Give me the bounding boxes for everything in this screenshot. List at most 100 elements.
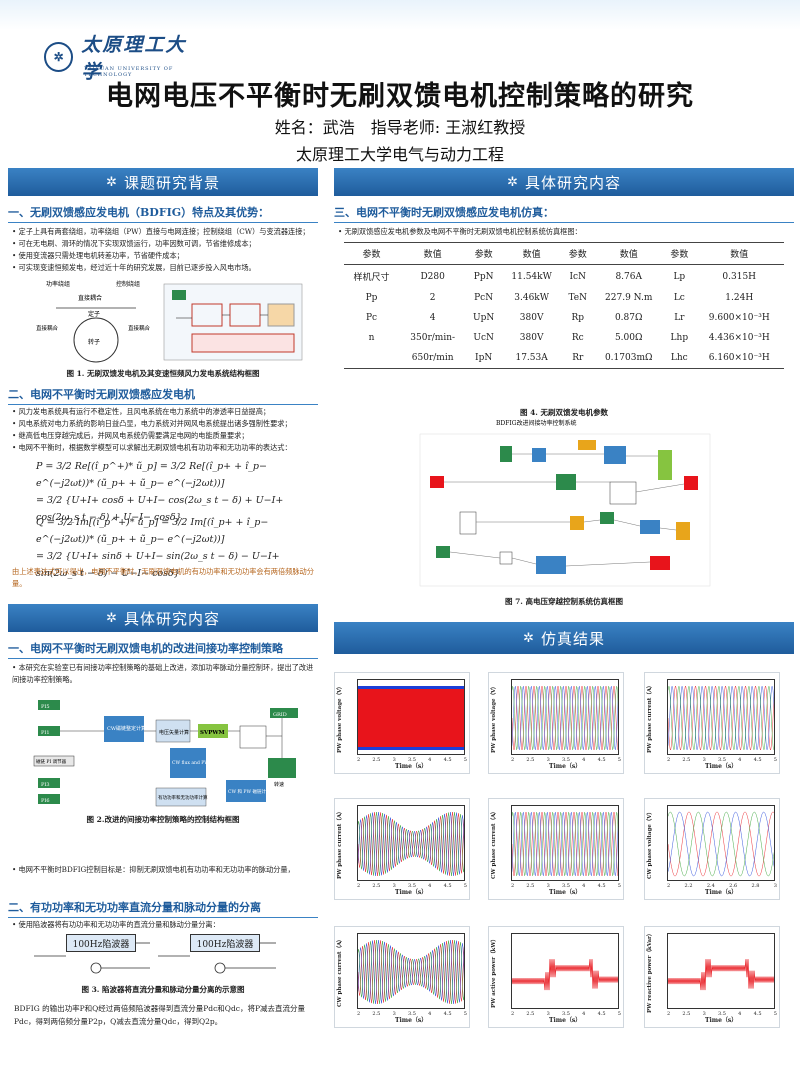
list-item: 可实现变速恒频发电，经过近十年的研究发展，目前已逐步投入风电市场。 (12, 262, 318, 274)
tick-label: 4.5 (443, 883, 452, 889)
list-item: 风力发电系统具有运行不稳定性，且风电系统在电力系统中的渗透率日益提高； (12, 406, 318, 418)
plot-area (511, 933, 619, 1009)
list-item: 可在无电刷、滑环的情况下实现双馈运行，功率因数可调，节省维修成本； (12, 238, 318, 250)
table-cell (344, 348, 400, 369)
plot-area (667, 805, 775, 881)
tick-label: 4.5 (443, 757, 452, 763)
tick-label: 3 (392, 757, 396, 763)
tick-label: 3 (546, 757, 550, 763)
table-header: 参数 (466, 242, 501, 265)
section-bar-content: ✲ 具体研究内容 (334, 168, 794, 196)
tick-label: 4.5 (597, 1011, 606, 1017)
table-cell: Rr (562, 348, 594, 369)
plot-area (667, 679, 775, 755)
table-cell: 11.54kW (511, 271, 552, 282)
plot-ylabel: CW phase current（A） (491, 808, 497, 880)
tick-label: 2.5 (372, 757, 381, 763)
rotor-label: 转子 (88, 338, 100, 346)
plot-ylabel: PW phase voltage（V） (491, 683, 497, 753)
section-bar-results: ✲ 仿真结果 (334, 622, 794, 654)
list-item: 本研究在实验室已有间接功率控制策略的基础上改进，添加功率脉动分量控制环，提出了改… (12, 662, 318, 686)
bullet-list: 无刷双馈感应发电机参数及电网不平衡时无刷双馈电机控制系统仿真框图： (338, 226, 794, 238)
tick-label: 3.5 (407, 1011, 416, 1017)
list-item: 定子上具有两套绕组，功率绕组（PW）直接与电网连接；控制绕组（CW）与变流器连接… (12, 226, 318, 238)
plot-xlabel: Time（s） (705, 889, 738, 896)
tick-label: 2 (667, 757, 671, 763)
list-item: 风电系统对电力系统的影响日益凸显，电力系统对并网风电系统提出诸多强制性要求； (12, 418, 318, 430)
cross-label: 直接耦合 (78, 294, 102, 302)
figure-4-caption: 图 4. 无刷双馈发电机参数 (519, 408, 609, 417)
tick-label: 5 (617, 883, 621, 889)
subsection-heading: 一、电网不平衡时无刷双馈电机的改进间接功率控制策略 (8, 640, 318, 659)
tick-label: 4 (428, 1011, 432, 1017)
bullet-list: 本研究在实验室已有间接功率控制策略的基础上改进，添加功率脉动分量控制环，提出了改… (12, 662, 318, 686)
table-header: 参数 (562, 242, 594, 265)
tick-label: 4 (428, 883, 432, 889)
gear-icon: ✲ (106, 174, 118, 190)
bullet-list: 定子上具有两套绕组，功率绕组（PW）直接与电网连接；控制绕组（CW）与变流器连接… (12, 226, 318, 274)
pi-label: PI5 (41, 704, 50, 710)
figure-3-diagram (34, 942, 276, 974)
table-cell: 0.87Ω (614, 313, 643, 323)
tick-label: 4.5 (443, 1011, 452, 1017)
plot-area (357, 679, 465, 755)
list-item: 电网不平衡时，根据数学模型可以求解出无刷双馈电机有功功率和无功功率的表达式： (12, 442, 318, 454)
tick-label: 4.5 (597, 757, 606, 763)
table-cell: Lc (673, 293, 685, 303)
tick-label: 5 (617, 1011, 621, 1017)
tick-label: 2 (511, 757, 515, 763)
plot-xlabel: Time（s） (705, 763, 738, 770)
bullet-list: 风力发电系统具有运行不稳定性，且风电系统在电力系统中的渗透率日益提高； 风电系统… (12, 406, 318, 454)
subsection-heading: 二、电网不平衡时无刷双馈感应发电机 (8, 386, 318, 405)
table-cell: 0.315H (722, 271, 757, 282)
tick-label: 5 (773, 1011, 777, 1017)
tick-label: 5 (773, 757, 777, 763)
notch-filter-block: 100Hz陷波器 (66, 934, 136, 952)
tick-label: 2.8 (751, 883, 760, 889)
plot-area (511, 679, 619, 755)
plot-xlabel: Time（s） (395, 1017, 428, 1024)
pi-label: PI1 (41, 730, 50, 736)
table-cell: 6.160×10⁻³H (694, 348, 784, 369)
subsection-heading: 三、电网不平衡时无刷双馈感应发电机仿真： (334, 204, 794, 223)
table-header: 数值 (694, 242, 784, 265)
table-header-row: 参数 数值 参数 数值 参数 数值 参数 数值 (344, 242, 784, 265)
plot-xlabel: Time（s） (549, 1017, 582, 1024)
tick-label: 4 (738, 757, 742, 763)
subsection-heading: 一、无刷双馈感应发电机（BDFIG）特点及其优势： (8, 204, 318, 223)
tick-label: 2 (667, 1011, 671, 1017)
section-title: 具体研究内容 (524, 173, 621, 192)
formula-line: Q = 3/2 Im[(î_p^+)* ũ_p] = 3/2 Im[(î_p+ … (36, 517, 269, 545)
table-cell: UpN (473, 313, 495, 323)
tick-label: 2.5 (372, 1011, 381, 1017)
formula-q: Q = 3/2 Im[(î_p^+)* ũ_p] = 3/2 Im[(î_p+ … (36, 514, 318, 582)
table-cell: Rp (571, 313, 585, 323)
formula-line: = 3/2 {U+I+ cosδ + U+I− cos(2ω_s t − δ) … (36, 495, 284, 523)
plot-ylabel: CW phase voltage（V） (647, 808, 653, 880)
affiliation: 太原理工大学电气与动力工程 (295, 145, 504, 164)
tick-label: 5 (617, 757, 621, 763)
section-bar-content: ✲ 具体研究内容 (8, 604, 318, 632)
university-logo: ✲ 太原理工大学 TAIYUAN UNIVERSITY OF TECHNOLOG… (44, 34, 204, 83)
stator-label: 定子 (88, 310, 100, 318)
tick-label: 4.5 (753, 757, 762, 763)
plot-area (667, 933, 775, 1009)
logo-subtitle: TAIYUAN UNIVERSITY OF TECHNOLOGY (84, 66, 174, 78)
volt-label: 电压矢量计算 (159, 729, 189, 736)
tick-label: 4.5 (597, 883, 606, 889)
conclusion-note: 由上述表达式可以得出，电网不平衡时，无刷双馈电机的有功功率和无功功率会有两倍频脉… (12, 567, 314, 588)
table-cell: 8.76A (615, 271, 642, 282)
table-cell: Lhc (664, 348, 695, 369)
